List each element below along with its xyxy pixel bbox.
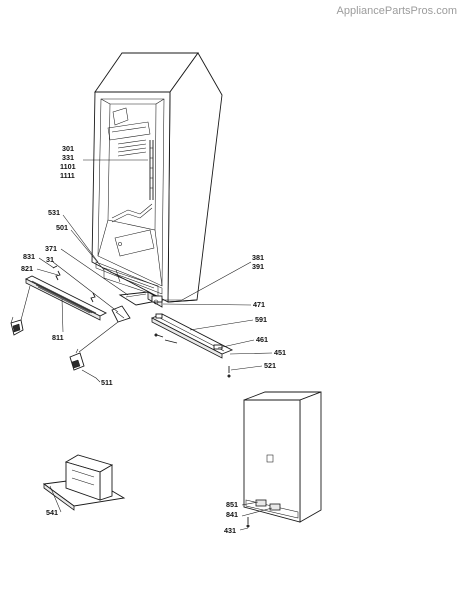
label-461: 461 (256, 335, 268, 344)
kick-plate (24, 275, 108, 321)
label-391: 391 (252, 262, 264, 271)
callout-labels: 301 331 1101 1111 531 501 371 831 31 821… (21, 144, 286, 535)
leveler-bracket (10, 316, 24, 336)
insulation-panel (42, 454, 126, 511)
label-851: 851 (226, 500, 238, 509)
drain-pan-bracket (111, 305, 131, 323)
screw-431 (246, 517, 250, 528)
roller-assembly (69, 348, 85, 371)
label-1111: 1111 (60, 171, 75, 180)
screws-2 (154, 333, 178, 344)
label-541: 541 (46, 508, 58, 517)
label-821: 821 (21, 264, 33, 273)
label-531: 531 (48, 208, 60, 217)
label-471: 471 (253, 300, 265, 309)
label-451: 451 (274, 348, 286, 357)
label-811: 811 (52, 333, 64, 342)
watermark: AppliancePartsPros.com (336, 5, 457, 17)
label-1101: 1101 (60, 162, 76, 171)
label-831: 831 (23, 252, 35, 261)
label-521: 521 (264, 361, 276, 370)
label-591: 591 (255, 315, 267, 324)
label-841: 841 (226, 510, 238, 519)
label-31: 31 (46, 255, 54, 264)
label-331: 331 (62, 153, 74, 162)
label-371: 371 (45, 244, 57, 253)
evaporator-cover (117, 139, 147, 157)
heater-strip (149, 140, 154, 200)
rear-cabinet (243, 391, 322, 523)
rail-assembly (150, 313, 234, 359)
kick-plate-clips (55, 270, 96, 303)
label-381: 381 (252, 253, 264, 262)
label-501: 501 (56, 223, 68, 232)
main-cabinet (91, 52, 223, 303)
label-511: 511 (101, 378, 113, 387)
label-431: 431 (224, 526, 236, 535)
leader-lines (20, 159, 273, 531)
screw-3 (227, 366, 231, 378)
label-301: 301 (62, 144, 74, 153)
